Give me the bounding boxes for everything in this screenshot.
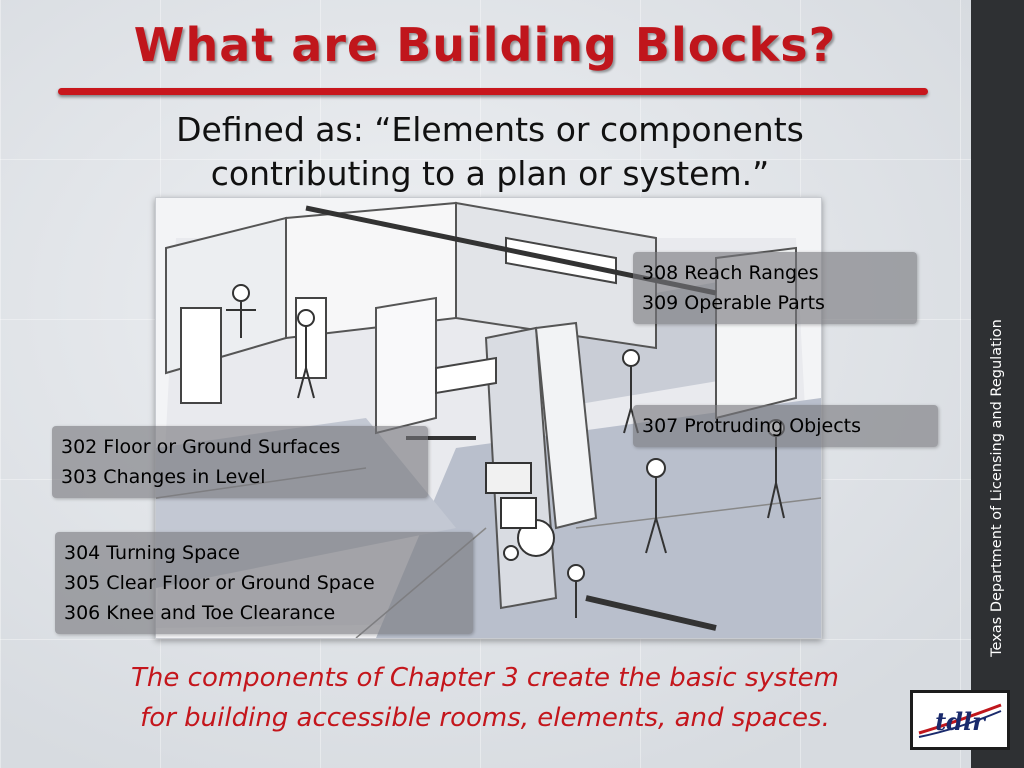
definition-text: Defined as: “Elements or components cont… — [100, 108, 880, 196]
definition-line-1: Defined as: “Elements or components — [176, 110, 804, 149]
callout-turning-space: 304 Turning Space 305 Clear Floor or Gro… — [55, 532, 473, 634]
callout-line: 307 Protruding Objects — [642, 415, 862, 437]
callout-reach-ranges: 308 Reach Ranges 309 Operable Parts — [633, 252, 917, 324]
organization-name: Texas Department of Licensing and Regula… — [989, 319, 1005, 657]
side-band — [971, 0, 1024, 768]
callout-line: 302 Floor or Ground Surfaces — [61, 436, 341, 458]
tdlr-logo: tdlr — [910, 690, 1010, 750]
callout-line: 305 Clear Floor or Ground Space — [64, 572, 375, 594]
callout-floor-surfaces: 302 Floor or Ground Surfaces 303 Changes… — [52, 426, 428, 498]
callout-line: 306 Knee and Toe Clearance — [64, 602, 336, 624]
callout-line: 308 Reach Ranges — [642, 262, 819, 284]
slide-title: What are Building Blocks? — [133, 18, 837, 72]
footer-line-1: The components of Chapter 3 create the b… — [131, 663, 839, 693]
footer-line-2: for building accessible rooms, elements,… — [140, 703, 830, 733]
logo-text: tdlr — [935, 707, 985, 736]
definition-line-2: contributing to a plan or system.” — [210, 154, 770, 193]
callout-line: 304 Turning Space — [64, 542, 240, 564]
logo-swoosh-icon — [918, 703, 1002, 738]
callout-line: 309 Operable Parts — [642, 292, 825, 314]
callout-line: 303 Changes in Level — [61, 466, 266, 488]
title-underline — [58, 88, 928, 95]
callout-protruding-objects: 307 Protruding Objects — [633, 405, 938, 447]
footer-caption: The components of Chapter 3 create the b… — [60, 658, 910, 738]
